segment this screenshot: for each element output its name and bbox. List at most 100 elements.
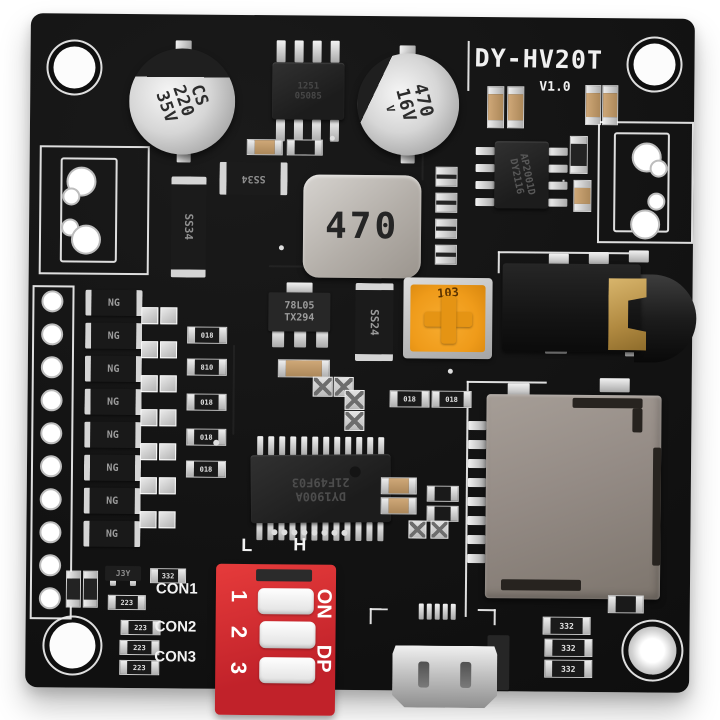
ic-pin — [356, 436, 363, 457]
dip-slider-2[interactable] — [259, 621, 316, 649]
resistor-code: 223 — [132, 663, 146, 672]
smd-resistor — [426, 505, 459, 522]
resistor-body: 332 — [550, 617, 583, 634]
usb-shell-dimple — [418, 662, 429, 688]
silkscreen-usb-outline — [369, 608, 388, 611]
smd-capacitor — [601, 85, 619, 126]
power-connector-footprint-left — [38, 145, 150, 276]
dip-slider-3[interactable] — [259, 657, 316, 684]
capacitor-body — [603, 93, 618, 118]
dip-dp-label: DP — [312, 644, 335, 673]
smd-resistor — [286, 139, 323, 156]
solder-pad-pair — [140, 375, 158, 393]
ic-pin — [311, 119, 322, 142]
jack-solder-pad — [588, 251, 609, 265]
sd-pin — [467, 477, 486, 488]
ng-diode: NG — [84, 421, 142, 449]
resistor-body — [615, 596, 636, 613]
header-hole — [40, 389, 63, 412]
header-pad — [341, 529, 348, 536]
ic-pin — [275, 119, 286, 142]
header-hole — [39, 488, 62, 511]
smd-capacitor — [435, 192, 458, 213]
resistor-body: 223 — [128, 620, 153, 635]
resistor-code: 223 — [120, 598, 134, 607]
solder-pad — [436, 204, 457, 212]
smd-resistor — [569, 135, 588, 174]
solder-pad-pair — [158, 477, 176, 495]
transistor-marking: J3Y — [115, 568, 131, 579]
resistor-code: 018 — [445, 395, 458, 404]
ic-pin — [268, 436, 275, 456]
resistor-body: 018 — [397, 391, 422, 407]
header-hole — [41, 290, 64, 313]
header-hole — [39, 455, 63, 478]
solder-pad — [321, 360, 329, 377]
solder-pad — [217, 461, 226, 477]
usb-pin — [434, 603, 440, 620]
resistor-223: 223 — [107, 594, 146, 611]
resistor-810: 810 — [186, 358, 227, 376]
sd-pin — [467, 496, 486, 507]
diode-marking: NG — [105, 528, 118, 540]
resistor-body — [434, 506, 451, 521]
solder-pad-pair — [139, 477, 157, 495]
solder-pad — [314, 140, 322, 155]
con3-label: CON3 — [154, 648, 197, 666]
resistor-332: 332 — [542, 616, 591, 636]
transistor-j3y: J3Y — [105, 565, 142, 582]
volume-trimmer: 103 — [402, 277, 493, 360]
diode-marking: SS34 — [241, 172, 266, 185]
smd-capacitor — [486, 86, 505, 129]
diode-marking: NG — [107, 363, 120, 375]
resistor-018: 018 — [389, 390, 430, 408]
resistor-code: 332 — [161, 571, 175, 580]
solder-pad-pair — [158, 511, 176, 529]
test-pad — [344, 389, 365, 411]
resistor-code: 223 — [134, 623, 147, 632]
ic-pin — [366, 522, 373, 542]
power-inductor: 470 — [302, 174, 422, 279]
schottky-diode-ss34-horizontal: SS34 — [219, 161, 288, 196]
smd-resistor — [562, 179, 565, 182]
solder-pad — [218, 429, 226, 445]
usb-pin — [418, 603, 424, 620]
resistor-code: 332 — [560, 664, 576, 674]
ic-pin — [312, 40, 322, 63]
solder-pad-pair — [159, 409, 177, 427]
solder-pad-pair — [140, 341, 159, 359]
pcb-trace — [232, 344, 236, 435]
resistor-code: 018 — [200, 331, 214, 340]
smd-capacitor — [380, 497, 417, 515]
sd-pin — [467, 534, 486, 545]
usb-pin — [442, 603, 448, 620]
ng-diode: NG — [85, 289, 143, 317]
ng-diode: NG — [84, 388, 142, 416]
smd-capacitor — [573, 179, 592, 213]
con2-label: CON2 — [154, 618, 197, 636]
header-pad — [301, 529, 308, 536]
regulator-marking-line: 78L05 — [284, 300, 315, 312]
dip-slider-1[interactable] — [257, 588, 314, 615]
usb-shell-dimple — [460, 662, 471, 688]
via — [213, 439, 220, 446]
ic-pin — [475, 181, 495, 190]
solder-pad — [463, 391, 471, 407]
solder-pad — [507, 120, 524, 128]
solder-pad-pair — [159, 443, 177, 461]
resistor-code: 018 — [199, 465, 213, 474]
capacitor-body — [574, 187, 591, 205]
resistor-body: 332 — [552, 639, 585, 656]
ng-diode: NG — [83, 487, 141, 515]
solder-pad — [574, 203, 591, 212]
solder-pad — [450, 486, 458, 501]
resistor-body: 223 — [127, 640, 152, 655]
micro-usb-port[interactable] — [392, 645, 498, 708]
capacitor-body — [285, 360, 322, 377]
ic-marking-line: 21F49F03 — [291, 474, 350, 489]
test-pad — [430, 520, 449, 539]
solder-pad — [219, 327, 227, 343]
usb-pin — [450, 603, 456, 620]
ic-pin — [257, 436, 264, 456]
header-pad — [281, 529, 288, 536]
